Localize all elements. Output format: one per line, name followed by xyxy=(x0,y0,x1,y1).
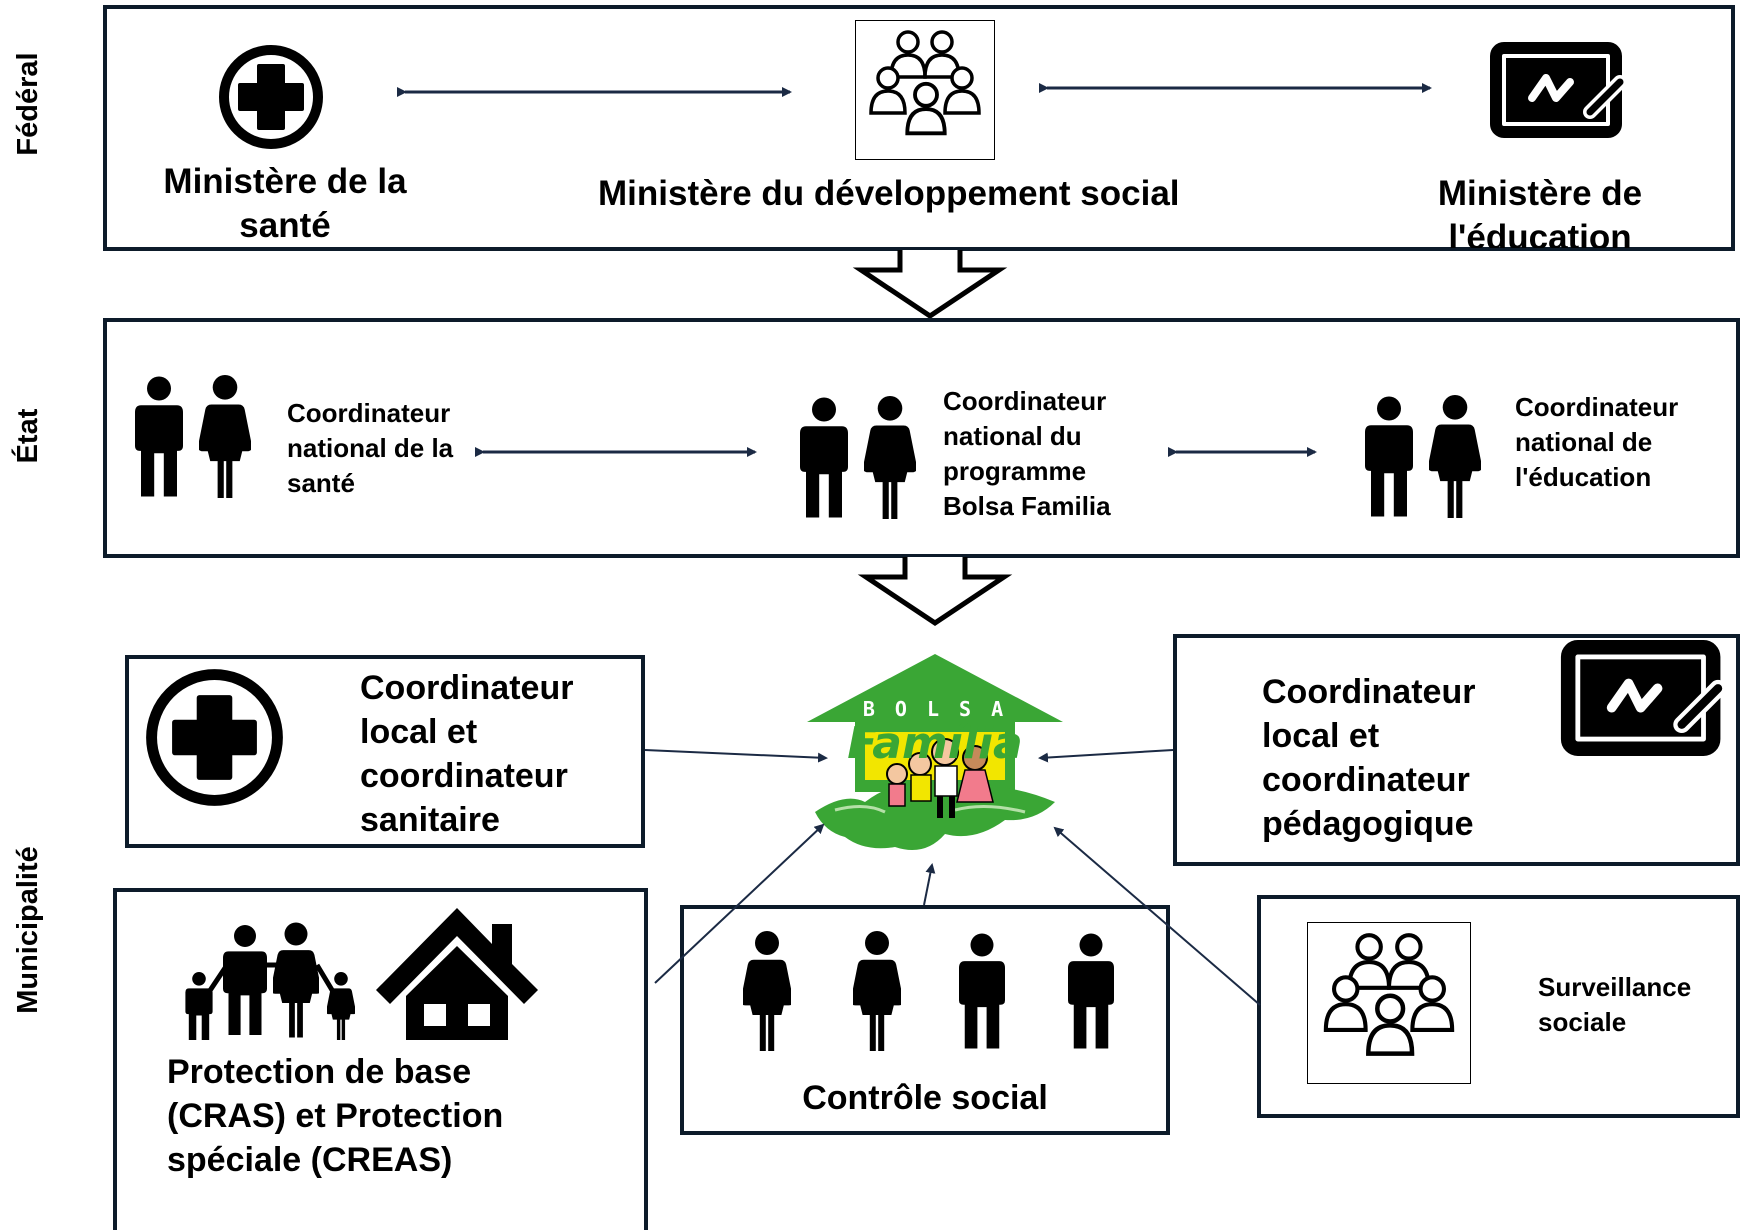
federal-social-label: Ministère du développement social xyxy=(598,174,1180,213)
down-arrow-federal-state xyxy=(852,250,1008,320)
municipal-surveillance-label: Surveillance sociale xyxy=(1538,972,1692,1037)
chalkboard-icon xyxy=(1490,42,1627,138)
state-bolsa-label: Coordinateur national du programme Bolsa… xyxy=(943,386,1111,521)
federal-education-label: Ministère de l'éducation xyxy=(1437,174,1643,248)
group-people-icon xyxy=(1307,922,1471,1084)
medical-cross-icon xyxy=(146,669,283,806)
municipal-education-label: Coordinateur local et coordinateur pédag… xyxy=(1262,673,1476,843)
municipal-social-control-label: Contrôle social xyxy=(802,1079,1048,1117)
chalkboard-icon xyxy=(1560,640,1727,756)
federal-health-label: Ministère de la santé xyxy=(163,162,407,245)
medical-cross-icon xyxy=(219,45,323,149)
family-icon xyxy=(185,922,355,1040)
down-arrow-state-municipal xyxy=(857,557,1013,627)
bolsa-logo-bottom-text: Família xyxy=(847,718,1023,769)
municipal-protection-label: Protection de base (CRAS) et Protection … xyxy=(167,1053,504,1179)
house-icon xyxy=(376,908,538,1040)
state-education-label: Coordinateur national de l'éducation xyxy=(1515,392,1679,492)
state-health-label: Coordinateur national de la santé xyxy=(287,398,454,498)
municipal-protection-box xyxy=(113,888,648,1230)
bolsa-familia-logo xyxy=(807,654,1063,851)
municipal-health-label: Coordinateur local et coordinateur sanit… xyxy=(360,669,574,839)
bolsa-logo-top-text: B O L S A xyxy=(862,697,1008,721)
group-people-icon xyxy=(855,20,995,160)
